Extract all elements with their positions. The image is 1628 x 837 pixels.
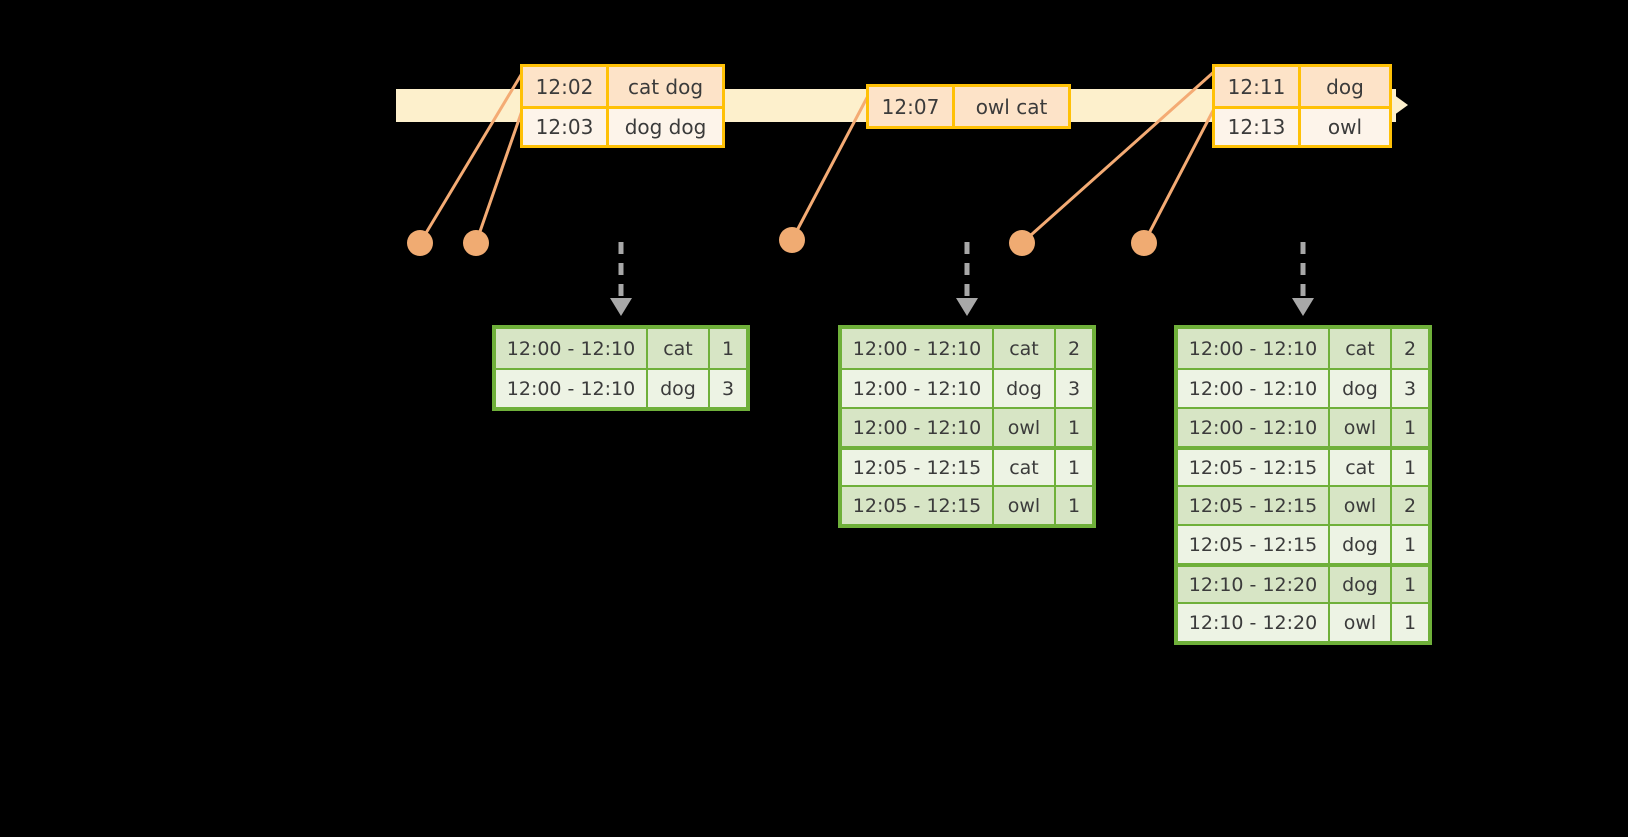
arrow-down-icon [610, 298, 632, 316]
count-cell: 1 [1403, 611, 1417, 634]
key-cell: dog [648, 370, 710, 407]
window-cell: 12:05 - 12:15 [1178, 487, 1330, 524]
key-cell: dog [1330, 526, 1392, 563]
key-cell: cat [648, 329, 710, 368]
down-arrows [610, 242, 1314, 316]
count-cell: 1 [1403, 573, 1417, 596]
arrow-down-icon [956, 298, 978, 316]
connector-dot-icon [407, 230, 433, 256]
event-time: 12:07 [869, 87, 955, 126]
count-cell: 3 [1067, 377, 1081, 400]
window-cell: 12:00 - 12:10 [496, 370, 648, 407]
event-row: 12:11 dog [1215, 67, 1389, 106]
connector-dot-icon [463, 230, 489, 256]
connector-dot-icon [1009, 230, 1035, 256]
count-cell: 1 [1403, 456, 1417, 479]
window-cell: 12:05 - 12:15 [1178, 526, 1330, 563]
count-cell: 2 [1067, 337, 1081, 360]
event-words: owl [1327, 115, 1363, 139]
key-cell: cat [1330, 450, 1392, 485]
window-cell: 12:05 - 12:15 [1178, 450, 1330, 485]
key-cell: owl [994, 487, 1056, 524]
window-cell: 12:05 - 12:15 [842, 450, 994, 485]
event-row: 12:03 dog dog [523, 106, 722, 145]
window-cell: 12:10 - 12:20 [1178, 604, 1330, 641]
event-box-3[interactable]: 12:11 dog 12:13 owl [1212, 64, 1392, 148]
connector-dots [407, 227, 1157, 256]
event-row: 12:13 owl [1215, 106, 1389, 145]
window-cell: 12:00 - 12:10 [842, 329, 994, 368]
count-cell: 1 [1067, 416, 1081, 439]
window-cell: 12:05 - 12:15 [842, 487, 994, 524]
event-time: 12:11 [1215, 67, 1301, 106]
window-cell: 12:00 - 12:10 [1178, 370, 1330, 407]
event-row: 12:02 cat dog [523, 67, 722, 106]
event-row: 12:07 owl cat [869, 87, 1068, 126]
connector-dot-icon [779, 227, 805, 253]
event-words: cat dog [627, 74, 704, 99]
count-cell: 3 [721, 377, 735, 400]
event-time: 12:03 [523, 109, 609, 145]
count-cell: 1 [721, 337, 735, 360]
event-box-1[interactable]: 12:02 cat dog 12:03 dog dog [520, 64, 725, 148]
key-cell: dog [1330, 370, 1392, 407]
connector-line [1142, 104, 1218, 244]
connector-dot-icon [1131, 230, 1157, 256]
arrow-down-icon [1292, 298, 1314, 316]
key-cell: owl [1330, 604, 1392, 641]
connector-line [474, 104, 526, 244]
event-words: dog dog [624, 115, 707, 139]
key-cell: cat [1330, 329, 1392, 368]
window-cell: 12:00 - 12:10 [842, 370, 994, 407]
key-cell: owl [994, 409, 1056, 446]
event-time: 12:13 [1215, 109, 1301, 145]
count-cell: 2 [1403, 337, 1417, 360]
event-words: dog [1326, 74, 1364, 99]
count-cell: 1 [1067, 456, 1081, 479]
count-cell: 1 [1067, 494, 1081, 517]
key-cell: owl [1330, 409, 1392, 446]
event-box-2[interactable]: 12:07 owl cat [866, 84, 1071, 129]
event-words: owl cat [975, 94, 1048, 119]
key-cell: cat [994, 329, 1056, 368]
window-cell: 12:00 - 12:10 [842, 409, 994, 446]
window-cell: 12:10 - 12:20 [1178, 567, 1330, 602]
count-cell: 1 [1403, 533, 1417, 556]
key-cell: dog [1330, 567, 1392, 602]
count-cell: 1 [1403, 416, 1417, 439]
key-cell: owl [1330, 487, 1392, 524]
window-cell: 12:00 - 12:10 [496, 329, 648, 368]
count-cell: 3 [1403, 377, 1417, 400]
key-cell: cat [994, 450, 1056, 485]
count-cell: 2 [1403, 494, 1417, 517]
event-time: 12:02 [523, 67, 609, 106]
window-cell: 12:00 - 12:10 [1178, 409, 1330, 446]
window-cell: 12:00 - 12:10 [1178, 329, 1330, 368]
key-cell: dog [994, 370, 1056, 407]
